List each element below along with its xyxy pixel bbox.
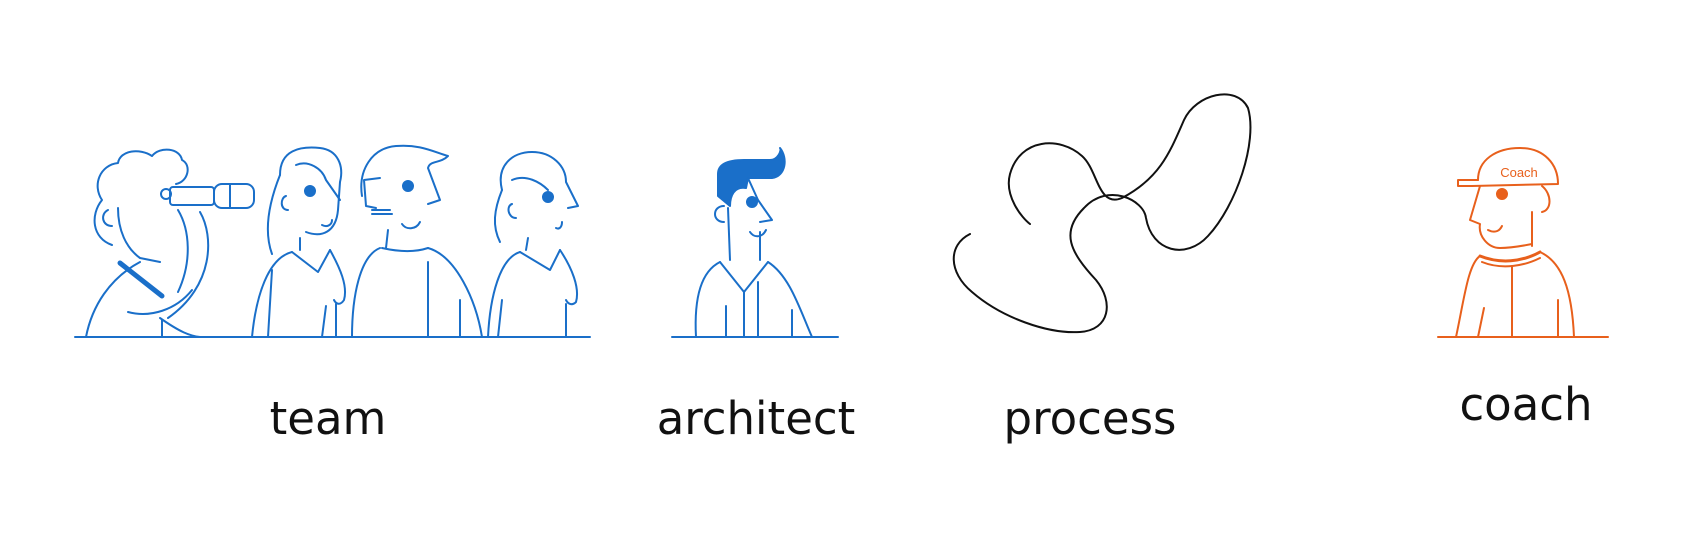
process-squiggle-icon [952, 93, 1252, 334]
process-label: process [1004, 392, 1177, 445]
coach-illustration [1437, 147, 1609, 338]
team-illustration [74, 144, 591, 338]
team-label: team [270, 392, 387, 445]
coach-cap-text: Coach [1500, 165, 1538, 180]
architect-illustration [671, 147, 839, 338]
architect-label: architect [657, 392, 856, 445]
coach-label: coach [1459, 378, 1592, 431]
